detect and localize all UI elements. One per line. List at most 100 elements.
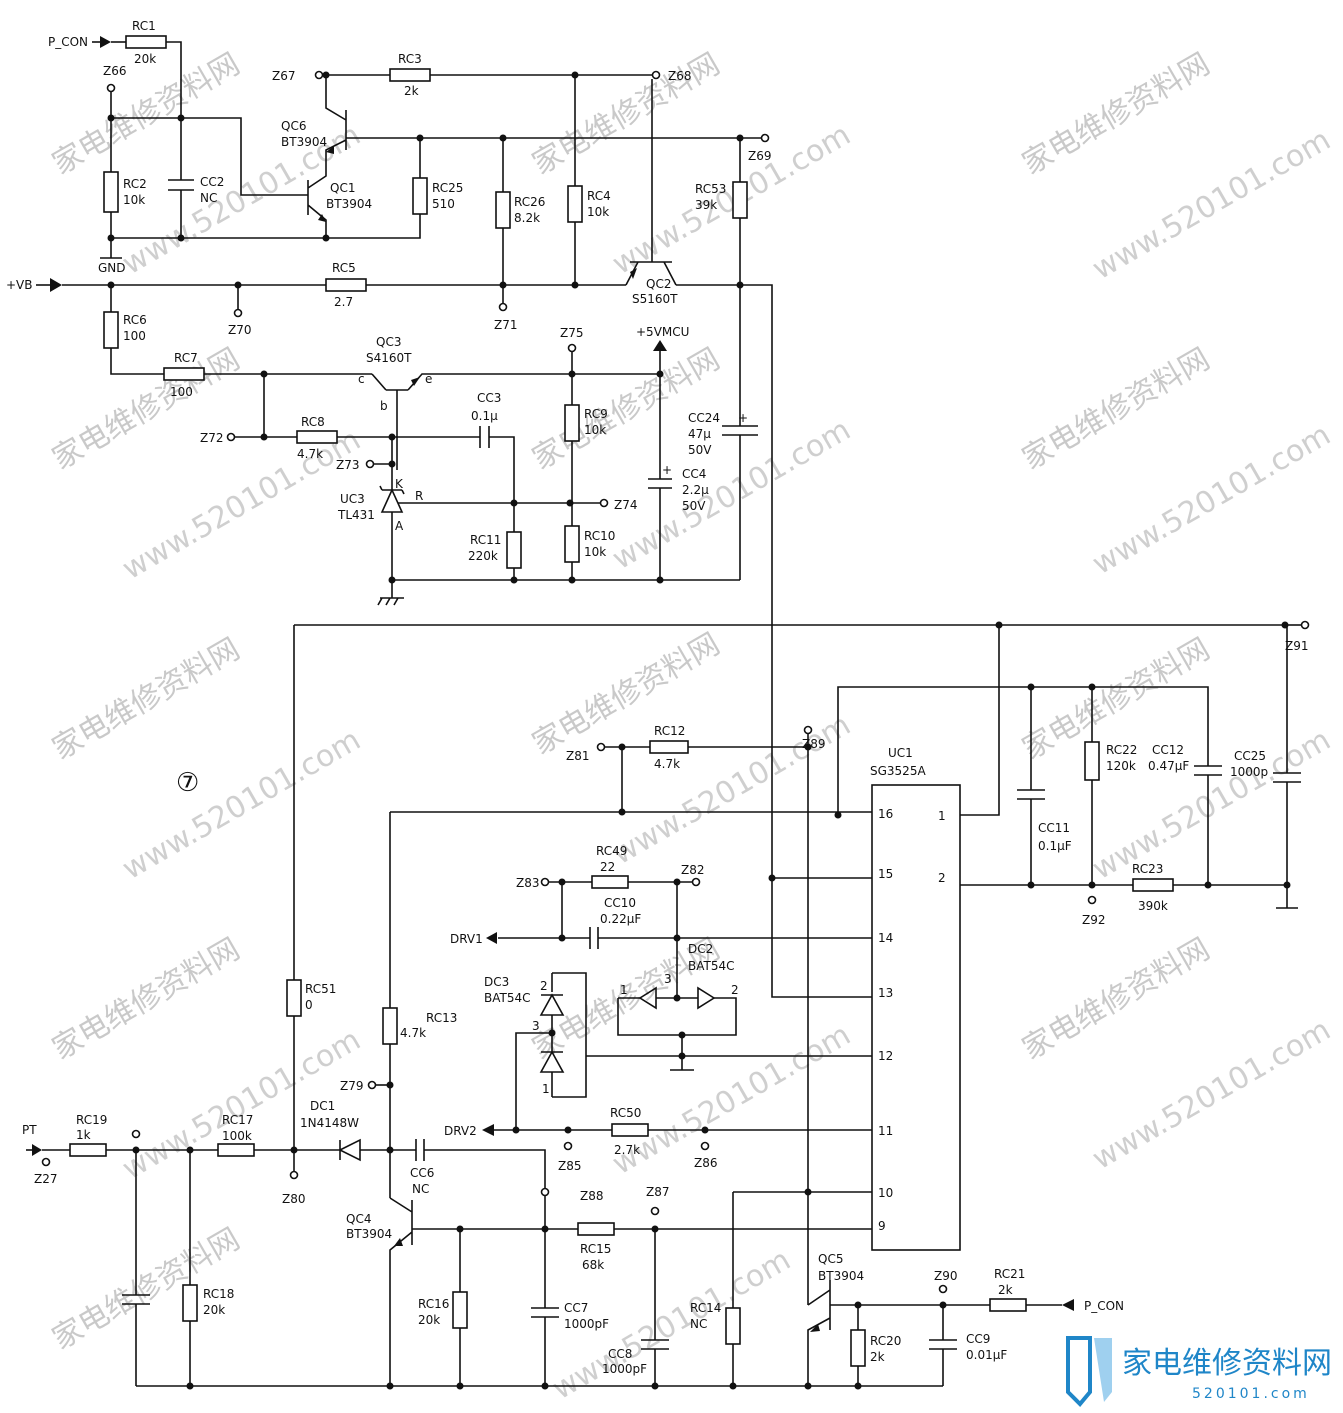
uc1-pin-13: 13 [878,986,893,1000]
uc1-pin-16: 16 [878,807,893,821]
cc6-value: NC [412,1182,429,1196]
capacitor-cc4 [648,478,672,489]
uc3-ref: UC3 [340,492,365,506]
resistor-rc19 [69,1143,107,1157]
dc2-pin-3: 3 [664,972,672,986]
cc8-value: 1000pF [602,1362,647,1376]
site-logo: 家电维修资料网 520101.com [1066,1336,1332,1407]
capacitor-cc12 [1194,765,1222,885]
z69-label: Z69 [748,149,772,163]
rc8-ref: RC8 [301,415,325,429]
pwm-controller-section: Z91 UC1 SG3525A 16 15 14 13 12 11 10 9 1… [22,620,1310,1390]
resistor-rc18 [182,1284,198,1322]
rc18-value: 20k [203,1303,225,1317]
rc50-ref: RC50 [610,1106,641,1120]
cc11-ref: CC11 [1038,821,1070,835]
dc2-ref: DC2 [688,942,713,956]
z86-label: Z86 [694,1156,718,1170]
rc13-ref: RC13 [426,1011,457,1025]
vmcu-label: +5VMCU [636,325,689,339]
qc3-pin-c: c [358,372,365,386]
resistor-rc53 [732,181,748,219]
resistor-rc15 [577,1222,615,1236]
z79-label: Z79 [340,1079,364,1093]
capacitor-cc7 [531,1307,559,1386]
cc24-volt: 50V [688,443,712,457]
qc5-value: BT3904 [818,1269,864,1283]
resistor-rc6 [103,311,119,349]
rc19-value: 1k [76,1128,91,1142]
z75-label: Z75 [560,326,584,340]
uc1-pin-11: 11 [878,1124,893,1138]
watermark-cn: 家电维修资料网 [47,342,246,477]
resistor-rc14 [725,1307,741,1345]
z27-label: Z27 [34,1172,58,1186]
z72-label: Z72 [200,431,224,445]
qc2-ref: QC2 [646,277,671,291]
watermark-layer: 家电维修资料网 www.520101.com 家电维修资料网 www.52010… [47,47,1337,1407]
rc6-value: 100 [123,329,146,343]
rc50-value: 2.7k [614,1143,640,1157]
capacitor-cc8 [641,1229,669,1386]
rc11-value: 220k [468,549,498,563]
watermark-url: www.520101.com [117,422,367,587]
rc25-ref: RC25 [432,181,463,195]
cc3-ref: CC3 [477,391,501,405]
z83-label: Z83 [516,876,540,890]
watermark-url: www.520101.com [1087,122,1337,287]
rc7-ref: RC7 [174,351,198,365]
cc2-value: NC [200,191,217,205]
uc1-pin-15: 15 [878,867,893,881]
rc21-ref: RC21 [994,1267,1025,1281]
rc3-ref: RC3 [398,52,422,66]
dc2-pin-2: 2 [731,983,739,997]
rc5-value: 2.7 [334,295,353,309]
pt-label: PT [22,1123,37,1137]
resistor-rc25 [412,177,428,215]
watermark-url: www.520101.com [607,412,857,577]
input-arrow-icon [32,1144,42,1156]
logo-subtext: 520101.com [1192,1386,1310,1402]
resistor-rc7 [163,367,205,381]
watermark-cn: 家电维修资料网 [47,632,246,767]
rc16-value: 20k [418,1313,440,1327]
qc3-pin-e: e [425,372,432,386]
uc3-value: TL431 [337,508,375,522]
uc1-pin-1: 1 [938,809,946,823]
z80-label: Z80 [282,1192,306,1206]
z81-label: Z81 [566,749,590,763]
watermark-cn: 家电维修资料网 [47,47,246,182]
cc2-ref: CC2 [200,175,224,189]
capacitor-cc9 [929,1305,957,1386]
rc51-value: 0 [305,998,313,1012]
z73-label: Z73 [336,458,360,472]
z82-label: Z82 [681,863,705,877]
resistor-rc50 [611,1123,649,1137]
rc12-ref: RC12 [654,724,685,738]
gnd-label: GND [98,261,126,275]
z88-label: Z88 [580,1189,604,1203]
rc53-value: 39k [695,198,717,212]
rc11-ref: RC11 [470,533,501,547]
cc24-value: 47μ [688,427,711,441]
watermark-url: www.520101.com [1087,417,1337,582]
cc4-volt: 50V [682,499,706,513]
uc3-pin-k: K [395,477,404,491]
rc6-ref: RC6 [123,313,147,327]
cc11-value: 0.1μF [1038,839,1072,853]
rc7-value: 100 [170,385,193,399]
z91-label: Z91 [1285,639,1309,653]
resistor-rc3 [389,68,431,82]
rc1-value: 20k [134,52,156,66]
drv1-label: DRV1 [450,932,483,946]
qc3-ref: QC3 [376,335,401,349]
watermark-url: www.520101.com [117,722,367,887]
cc4-ref: CC4 [682,467,706,481]
resistor-rc23 [1132,878,1174,892]
qc4-ref: QC4 [346,1212,371,1226]
rc25-value: 510 [432,197,455,211]
capacitor-cc2 [168,118,194,238]
resistor-rc1 [125,35,167,49]
watermark-cn: 家电维修资料网 [1017,932,1216,1067]
qc3-pin-b: b [380,399,388,413]
